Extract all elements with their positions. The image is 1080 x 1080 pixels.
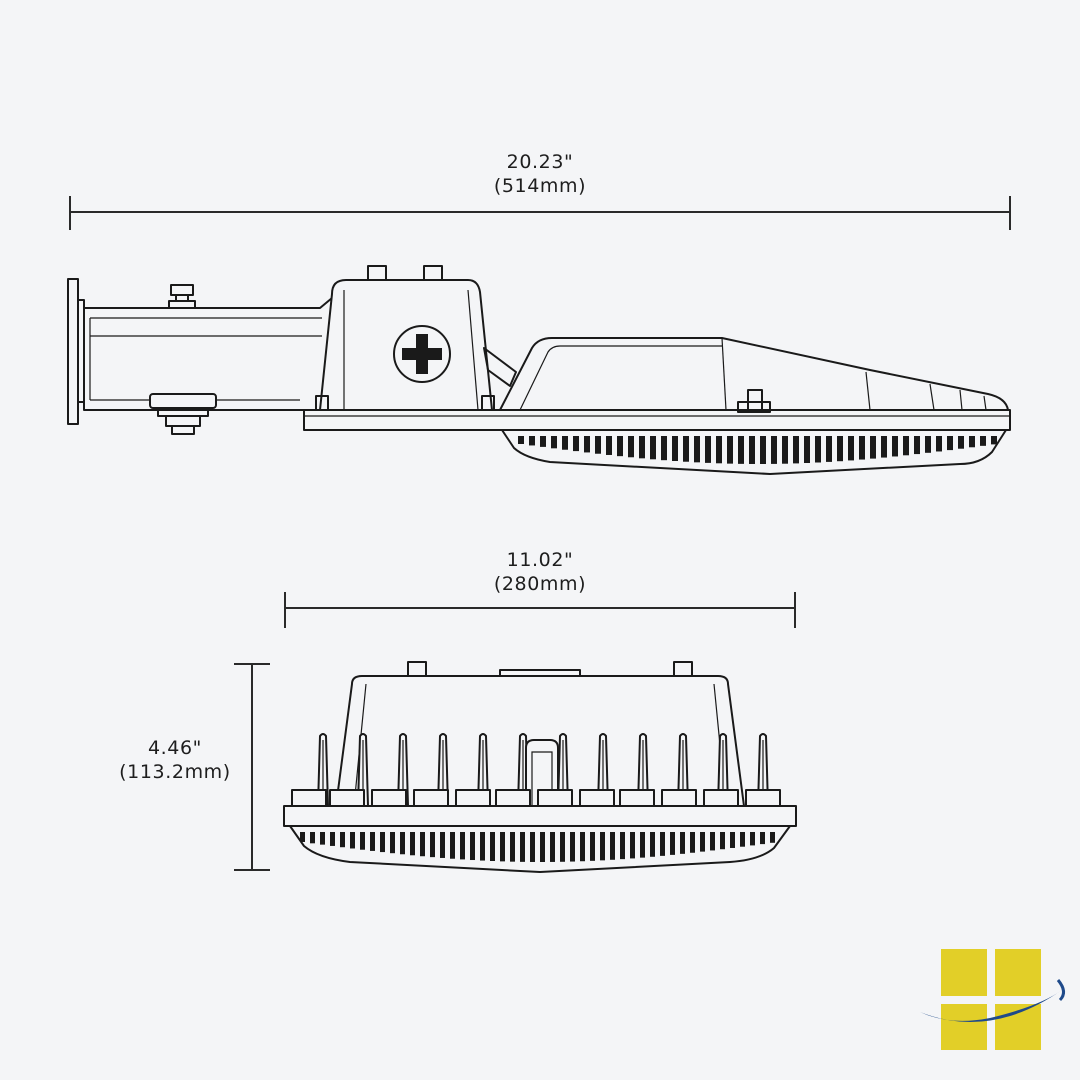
base-plate [303, 409, 1011, 431]
width-dimension-line [284, 592, 796, 628]
mounting-plate [67, 278, 79, 425]
width-inches: 11.02" [506, 549, 574, 571]
height-inches: 4.46" [147, 737, 203, 759]
front-view [283, 661, 797, 873]
side-view [67, 265, 1011, 475]
width-dimension-label: 11.02" (280mm) [420, 548, 660, 596]
length-dimension-label: 20.23" (514mm) [420, 150, 660, 198]
length-mm: (514mm) [493, 175, 587, 197]
brand-logo [920, 949, 1065, 1050]
length-dimension-line [69, 196, 1011, 230]
heat-sink-fins [317, 733, 769, 807]
base-blocks [291, 789, 781, 807]
front-lens-fins [289, 825, 791, 873]
length-inches: 20.23" [506, 151, 574, 173]
top-bolt [168, 284, 196, 309]
height-mm: (113.2mm) [119, 761, 231, 783]
cross-screw-icon [393, 325, 451, 383]
height-dimension-label: 4.46" (113.2mm) [100, 736, 250, 784]
driver-housing [315, 265, 495, 411]
front-base-plate [283, 805, 797, 827]
width-mm: (280mm) [493, 573, 587, 595]
housing-connector [483, 347, 517, 387]
bottom-clamp [149, 393, 217, 435]
side-lens-fins [501, 429, 1007, 475]
height-dimension-line [234, 663, 270, 871]
lamp-cover [499, 337, 1009, 413]
